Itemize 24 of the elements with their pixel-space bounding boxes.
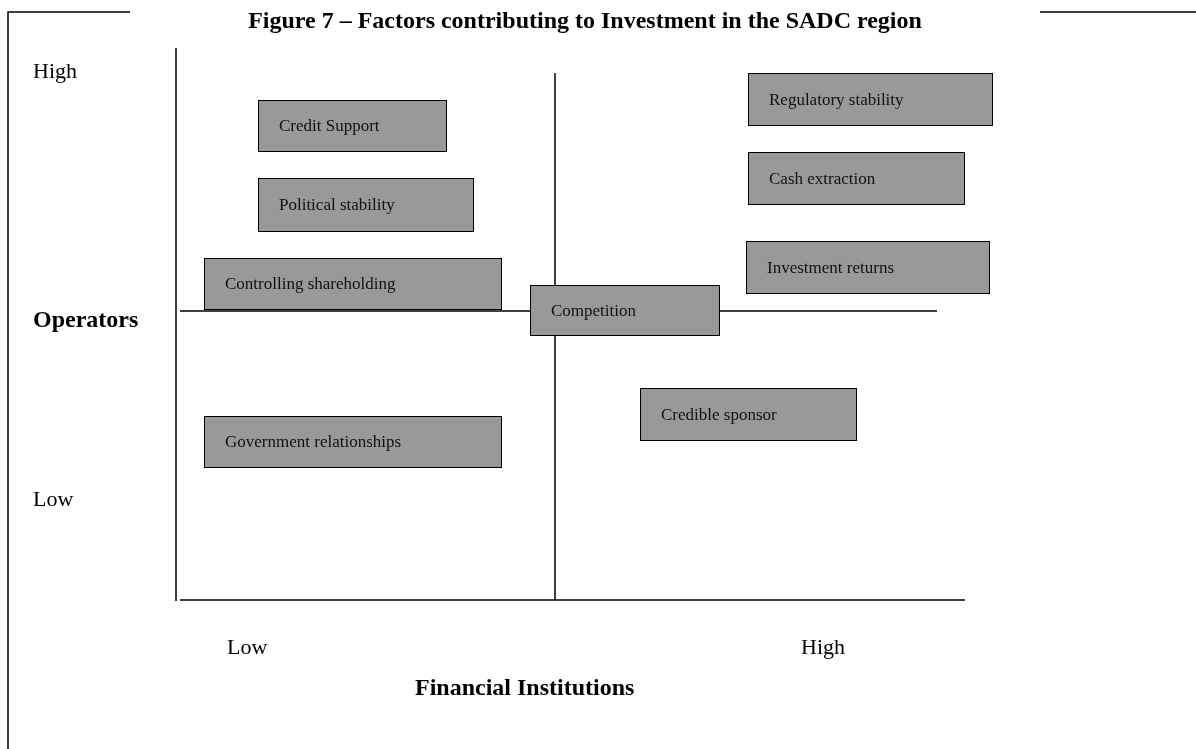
axis-level-label: High	[33, 58, 77, 84]
factor-box	[748, 73, 993, 126]
factor-label: Regulatory stability	[769, 89, 904, 110]
axis-title: Financial Institutions	[415, 674, 635, 701]
factor-box	[748, 152, 965, 205]
factor-label: Credible sponsor	[661, 404, 777, 425]
factor-label: Competition	[551, 300, 636, 321]
factor-label: Investment returns	[767, 257, 894, 278]
axis-level-label: Low	[227, 634, 268, 660]
factor-label: Political stability	[279, 195, 395, 215]
factor-box	[204, 416, 502, 468]
factor-label: Government relationships	[225, 432, 402, 452]
factor-label: Controlling shareholding	[225, 274, 396, 294]
axis-level-label: Low	[33, 486, 74, 512]
factor-label: Credit Support	[279, 116, 380, 136]
axis-level-label: High	[801, 634, 845, 660]
factor-box	[258, 100, 447, 152]
axis-title: Operators	[33, 306, 139, 333]
factor-box	[530, 285, 720, 336]
factor-label: Cash extraction	[769, 168, 876, 189]
factor-box	[258, 178, 474, 232]
factor-box	[204, 258, 502, 310]
factor-box	[640, 388, 857, 441]
factor-box	[746, 241, 990, 294]
